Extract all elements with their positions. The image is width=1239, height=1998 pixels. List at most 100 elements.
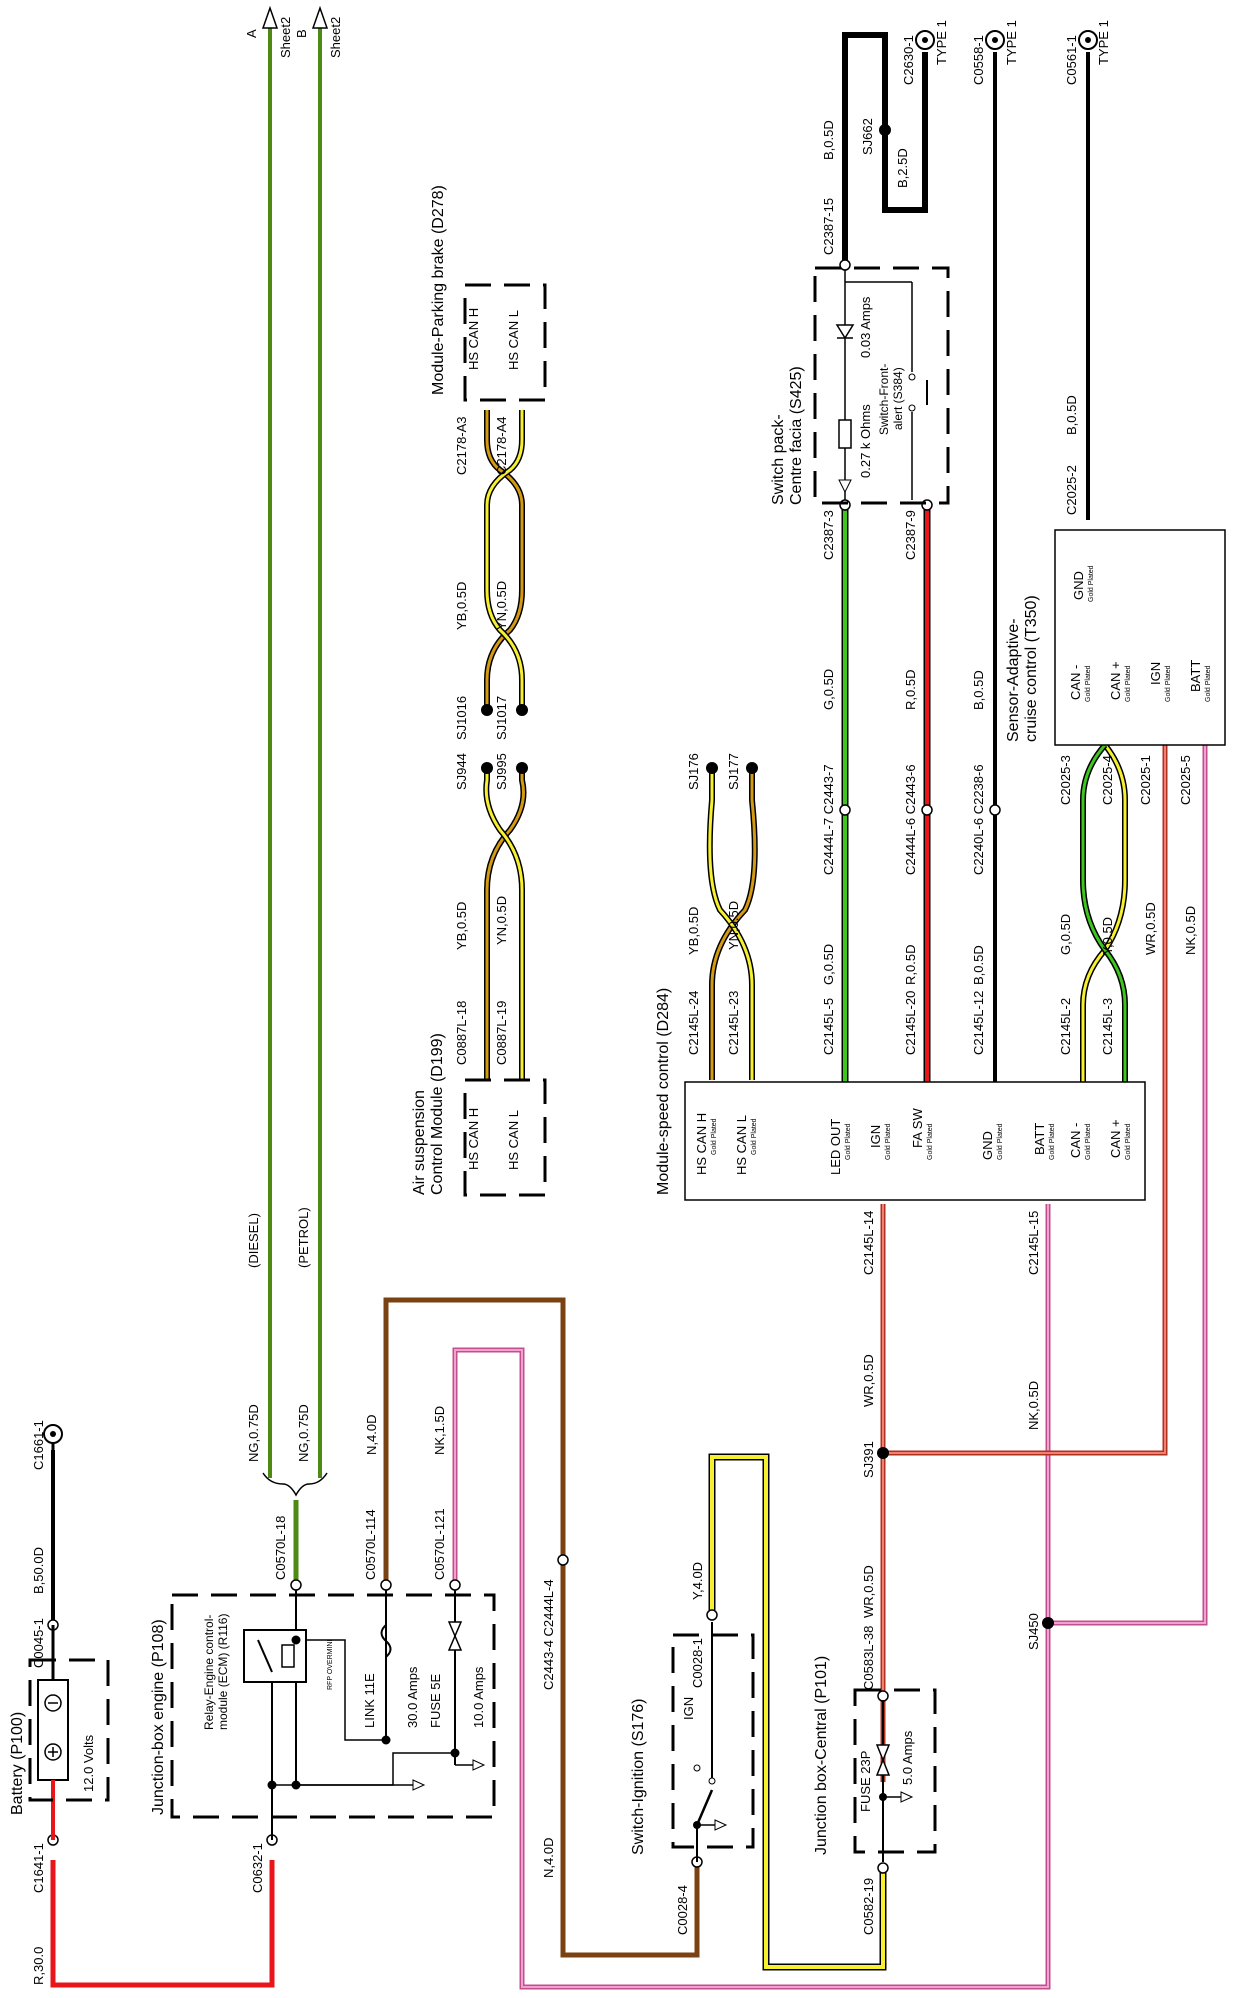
- sensor-pin-gold: Gold Plated: [1085, 665, 1092, 702]
- speed-pin-gold: Gold Plated: [885, 1123, 892, 1160]
- engine-conn-in: C0632-1: [250, 1843, 265, 1893]
- ignition-ign: IGN: [681, 1697, 696, 1720]
- speed-pin-gold: Gold Plated: [751, 1118, 758, 1155]
- splice-sj450: SJ450: [1026, 1613, 1041, 1650]
- speed-pin-gnd: GND: [980, 1131, 995, 1160]
- speed-pin-gold: Gold Plated: [927, 1123, 934, 1160]
- wire-brown-n4: [383, 1297, 700, 1958]
- switch-wire-b-top: B,0.5D: [821, 120, 836, 160]
- speed-pin-can-plus: CAN +: [1108, 1119, 1123, 1158]
- air-pin-h: HS CAN H: [466, 1108, 481, 1170]
- air-wire-h: YB,0.5D: [454, 902, 469, 950]
- parking-conn-h: C2178-A3: [454, 416, 469, 475]
- switch-sj662: SJ662: [860, 118, 875, 155]
- gnd-c0561-type: TYPE 1: [1096, 20, 1111, 65]
- speed-wire-r: R,0.5D: [903, 945, 918, 985]
- battery-conn-neg: C1641-1: [31, 1843, 46, 1893]
- speed-wire-yn: YN,0.5D: [726, 901, 741, 950]
- speed-pin-hs-can-h: HS CAN H: [694, 1113, 709, 1175]
- switch-sw-1: Switch-Front-: [877, 364, 891, 435]
- sheet-a-sheet: Sheet2: [278, 17, 293, 58]
- speed-conn-12: C2145L-12: [971, 991, 986, 1055]
- central-conn-out: C0583L-38: [861, 1626, 876, 1690]
- ground-symbol-c2630: [915, 30, 935, 50]
- speed-pin-gold: Gold Plated: [845, 1123, 852, 1160]
- air-wire-l: YN,0.5D: [494, 896, 509, 945]
- wire-yellow-y4: [708, 1453, 887, 1971]
- speed-conn-2: C2145L-2: [1058, 998, 1073, 1055]
- connector-pins: [47, 259, 1001, 1874]
- sensor-pin-ign: IGN: [1148, 662, 1163, 685]
- gnd-c0558-type: TYPE 1: [1004, 20, 1019, 65]
- switch-led: 0.03 Amps: [858, 296, 873, 358]
- speed-conn-14: C2145L-14: [861, 1211, 876, 1275]
- sensor-conn-3: C2025-3: [1058, 755, 1073, 805]
- wire-label-n4: N,4.0D: [364, 1415, 379, 1455]
- title-sensor-acc-1: Sensor-Adaptive-: [1005, 618, 1022, 742]
- speed-wire-g: G,0.5D: [821, 944, 836, 985]
- sensor-pin-can-minus: CAN -: [1068, 665, 1083, 700]
- title-sensor-acc-2: cruise control (T350): [1023, 595, 1040, 742]
- relay-label-2: module (ECM) (R116): [216, 1614, 230, 1730]
- twisted-pair-air: [483, 768, 527, 1080]
- speed-wire-g2: G,0.5D: [1058, 914, 1073, 955]
- splice-dots: [481, 124, 1054, 1629]
- speed-pin-can-minus: CAN -: [1068, 1123, 1083, 1158]
- junction-engine-box: [170, 1593, 496, 1819]
- speed-wire-yb: YB,0.5D: [686, 907, 701, 955]
- air-conn-h: C0887L-18: [454, 1001, 469, 1065]
- junction-central-box: [853, 1688, 937, 1854]
- switch-resistor: 0.27 k Ohms: [858, 404, 873, 478]
- switch-conn-3: C2387-3: [821, 510, 836, 560]
- sensor-conn-1: C2025-1: [1138, 755, 1153, 805]
- sensor-pin-gold: Gold Plated: [1088, 565, 1095, 602]
- wire-black-switch-gnd: [842, 32, 928, 265]
- sensor-wire-b: B,0.5D: [1064, 395, 1079, 435]
- battery-wire-pos: R,30.0: [31, 1947, 46, 1985]
- speed-pin-hs-can-l: HS CAN L: [734, 1115, 749, 1175]
- sheet-b-sheet: Sheet2: [328, 17, 343, 58]
- wire-label-diesel: NG,0.75D: [246, 1404, 261, 1462]
- switch-wire-r: R,0.5D: [903, 670, 918, 710]
- twisted-pair-parking: [484, 410, 525, 710]
- speed-module-box: [684, 1081, 1146, 1201]
- engine-conn-relay: C0570L-18: [273, 1516, 288, 1580]
- twisted-pair-speed: [706, 768, 758, 1080]
- sensor-module-pins: CAN - Gold Plated CAN + Gold Plated IGN …: [1068, 565, 1212, 702]
- switch-pack-box: [813, 266, 950, 505]
- gnd-c0558: C0558-1: [971, 35, 986, 85]
- title-air-suspension-2: Control Module (D199): [429, 1033, 446, 1195]
- speed-wire-y: Y,0.5D: [1100, 917, 1115, 955]
- wire-label-wr-a: WR,0.5D: [861, 1565, 876, 1618]
- ignition-conn-out: C0028-1: [690, 1638, 705, 1688]
- fuse-23p: [875, 1700, 914, 1862]
- air-conn-l: C0887L-19: [494, 1001, 509, 1065]
- ground-symbol-c0561: [1078, 30, 1098, 50]
- wire-label-nk-a: NK,0.5D: [1026, 1381, 1041, 1430]
- gnd-c2630: C2630-1: [901, 35, 916, 85]
- air-module-box: [463, 1078, 547, 1197]
- engine-conn-fuse: C0570L-121: [432, 1508, 447, 1580]
- ignition-conn-in: C0028-4: [675, 1885, 690, 1935]
- relay-label-3: RFP OVERMINI: [327, 1640, 334, 1690]
- title-switch-pack-1: Switch pack-: [770, 414, 787, 505]
- sensor-pin-gold: Gold Plated: [1125, 665, 1132, 702]
- speed-pin-gold: Gold Plated: [1125, 1123, 1132, 1160]
- air-sj-h: SJ944: [454, 753, 469, 790]
- parking-pin-h: HS CAN H: [466, 308, 481, 370]
- fuse23p-label-1: FUSE 23P: [858, 1751, 873, 1812]
- splice-sj391: SJ391: [861, 1441, 876, 1478]
- wire-label-y4: Y,4.0D: [690, 1562, 705, 1600]
- link-11e-fuse: [380, 1590, 392, 1740]
- link-label-1: LINK 11E: [362, 1673, 377, 1728]
- parking-module-box: [463, 283, 547, 402]
- parking-conn-l: C2178-A4: [494, 416, 509, 475]
- relay-label-1: Relay-Engine control-: [202, 1615, 216, 1730]
- speed-sj176: SJ176: [686, 753, 701, 790]
- switch-wire-g: G,0.5D: [821, 669, 836, 710]
- speed-conn-15: C2145L-15: [1026, 1211, 1041, 1275]
- speed-module-pins: HS CAN H Gold Plated HS CAN L Gold Plate…: [694, 1108, 1132, 1175]
- speed-pin-gold: Gold Plated: [1049, 1123, 1056, 1160]
